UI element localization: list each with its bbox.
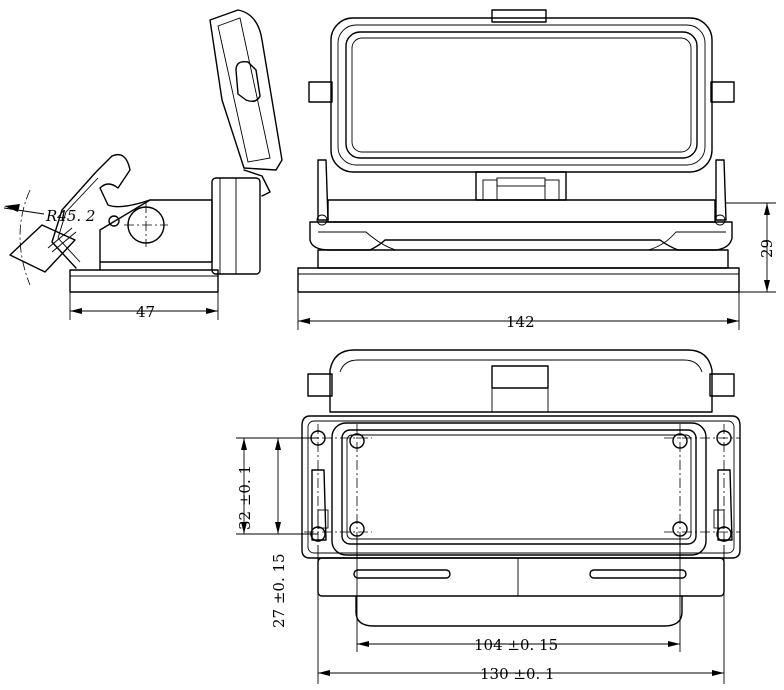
front-peg-right — [710, 81, 735, 103]
front-lever-right — [715, 159, 727, 221]
top-hinge — [491, 365, 549, 389]
front-housing-curve — [309, 221, 733, 251]
top-view — [236, 349, 741, 684]
front-peg-left — [308, 81, 333, 103]
top-slot-left — [353, 569, 451, 579]
side-locking-lever — [51, 153, 151, 269]
top-slot-right — [589, 569, 687, 579]
top-cable-entry — [355, 595, 683, 627]
front-base-plate — [297, 267, 740, 293]
front-lever-left — [317, 159, 329, 221]
front-lid-outer — [330, 17, 713, 173]
side-view — [3, 9, 283, 320]
dim-hole-spacing: 104 ±0. 15 — [474, 636, 558, 654]
dim-width-side: 47 — [136, 303, 155, 321]
top-opening — [341, 429, 697, 545]
top-inner-frame — [331, 422, 707, 556]
front-housing-lower — [317, 249, 729, 269]
top-lever-right — [717, 469, 733, 541]
dim-vertical-holes: 32 ±0. 1 — [236, 465, 254, 530]
top-lower-housing — [317, 557, 725, 597]
top-lever-left — [311, 469, 327, 541]
dim-length-front: 142 — [506, 313, 535, 331]
front-housing-band — [327, 199, 716, 223]
front-view — [297, 9, 776, 330]
side-lid-latch — [235, 60, 261, 103]
dim-vertical-edge: 27 ±0. 15 — [270, 553, 288, 628]
dim-overall-width: 130 ±0. 1 — [480, 665, 555, 683]
side-lever-handle — [9, 224, 76, 273]
top-hood — [329, 349, 713, 413]
side-radius-arc — [19, 189, 31, 286]
top-peg-left — [307, 373, 333, 397]
dim-height-front: 29 — [758, 239, 776, 258]
dim-radius: R45. 2 — [45, 207, 95, 225]
side-pivot-small — [108, 215, 120, 227]
front-lid-window — [345, 31, 698, 159]
top-flange — [301, 415, 741, 559]
side-opened-lid — [209, 9, 283, 171]
front-top-tab — [491, 9, 547, 23]
top-peg-right — [709, 373, 735, 397]
side-base-plate — [69, 269, 219, 293]
